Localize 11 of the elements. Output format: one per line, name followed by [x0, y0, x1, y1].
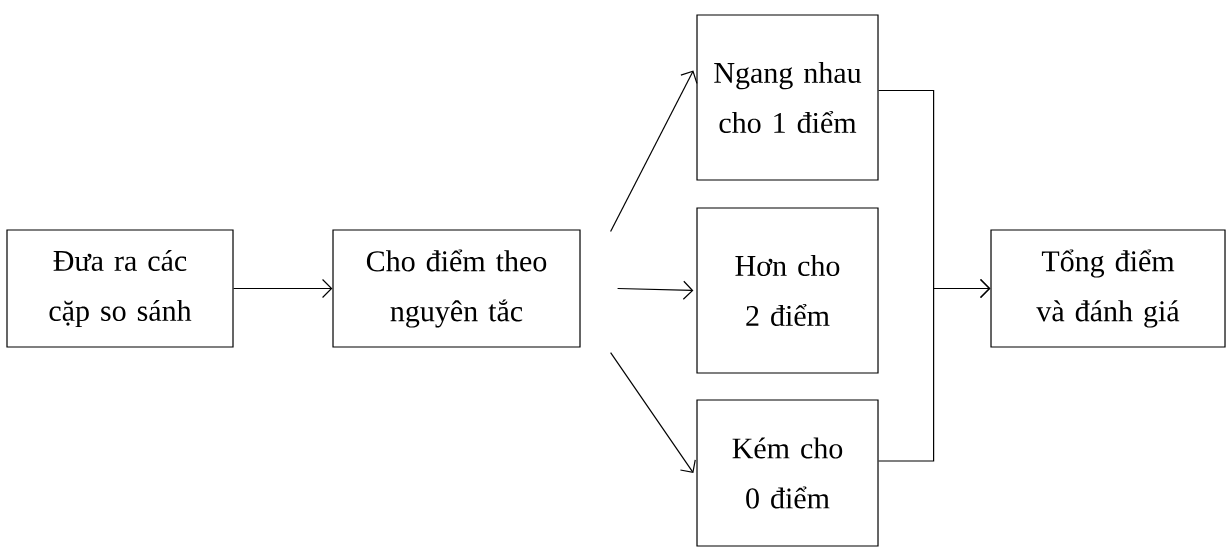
arrow [610, 70, 698, 232]
process-box: Ngang nhau cho 1 điểm [696, 14, 879, 181]
arrow [617, 280, 694, 300]
process-box: Tổng điểm và đánh giá [990, 229, 1226, 348]
arrow [610, 352, 696, 473]
process-box: Kém cho 0 điểm [696, 399, 879, 547]
process-box: Hơn cho 2 điểm [696, 207, 879, 374]
arrow [233, 278, 333, 299]
arrow [878, 278, 991, 462]
process-box: Đưa ra các cặp so sánh [6, 229, 234, 348]
process-box: Cho điểm theo nguyên tắc [332, 229, 581, 348]
